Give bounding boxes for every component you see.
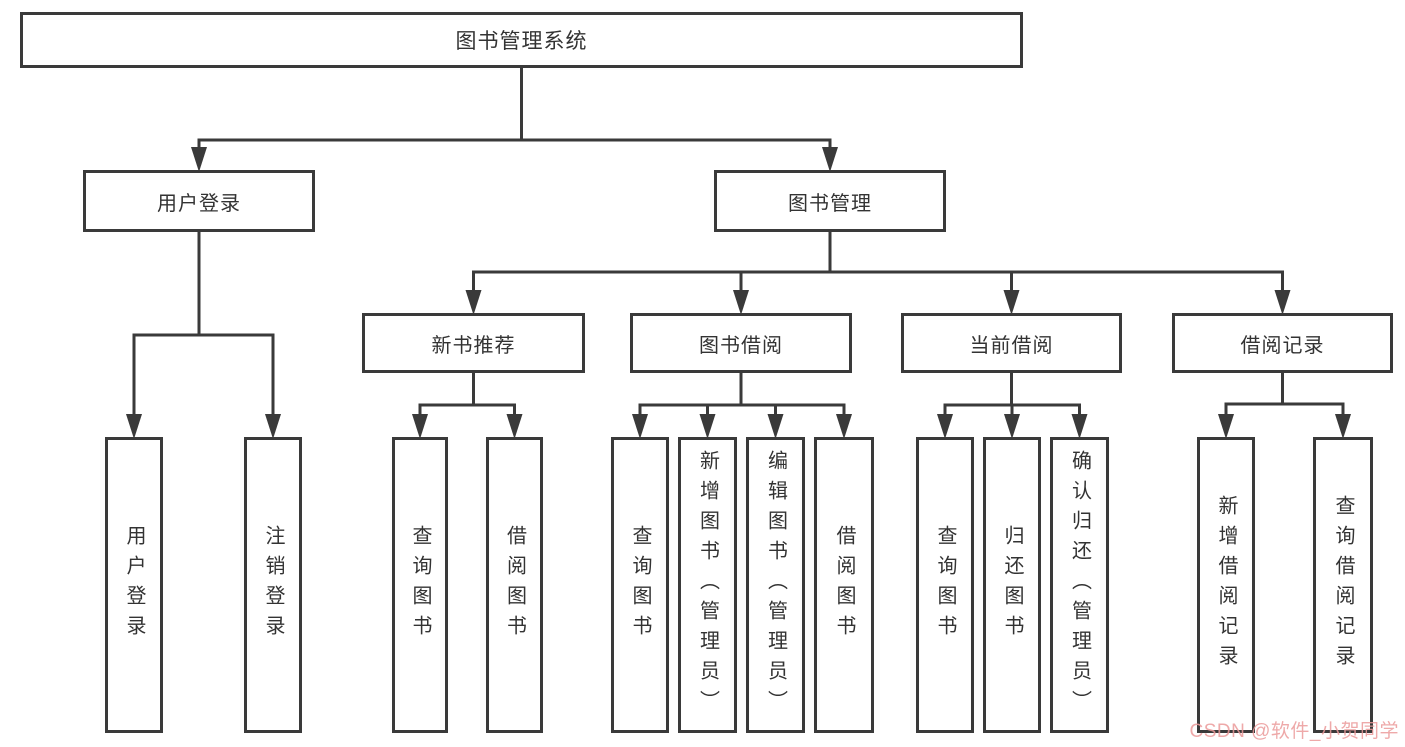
node-label-leaf-return-book: 归还图书 bbox=[1001, 525, 1023, 645]
node-leaf-edit-book: 编辑图书（管理员） bbox=[746, 437, 805, 733]
arrowhead-icon bbox=[822, 147, 838, 172]
node-label-root: 图书管理系统 bbox=[455, 30, 588, 53]
arrowhead-icon bbox=[412, 414, 428, 439]
node-label-book-mgmt-group: 图书管理 bbox=[788, 192, 872, 215]
node-label-current-borrow: 当前借阅 bbox=[969, 334, 1054, 357]
node-leaf-query-book-1: 查询图书 bbox=[392, 437, 448, 733]
node-root: 图书管理系统 bbox=[20, 12, 1023, 68]
node-label-book-borrow: 图书借阅 bbox=[699, 334, 783, 357]
node-leaf-borrow-book-1: 借阅图书 bbox=[486, 437, 543, 733]
arrowhead-icon bbox=[699, 414, 716, 439]
arrowhead-icon bbox=[1218, 414, 1234, 439]
node-label-leaf-query-record: 查询借阅记录 bbox=[1332, 495, 1354, 675]
arrowhead-icon bbox=[1335, 414, 1351, 439]
node-current-borrow: 当前借阅 bbox=[901, 313, 1122, 373]
node-book-borrow: 图书借阅 bbox=[630, 313, 852, 373]
node-new-book-rec: 新书推荐 bbox=[362, 313, 585, 373]
arrowhead-icon bbox=[191, 147, 207, 172]
arrowhead-icon bbox=[632, 414, 648, 439]
node-label-leaf-edit-book: 编辑图书（管理员） bbox=[764, 450, 787, 720]
node-label-leaf-borrow-book-2: 借阅图书 bbox=[833, 525, 855, 645]
node-user-login-group: 用户登录 bbox=[83, 170, 315, 232]
node-leaf-add-book: 新增图书（管理员） bbox=[678, 437, 737, 733]
node-leaf-borrow-book-2: 借阅图书 bbox=[814, 437, 874, 733]
node-leaf-query-record: 查询借阅记录 bbox=[1313, 437, 1373, 733]
node-label-leaf-add-record: 新增借阅记录 bbox=[1215, 495, 1237, 675]
arrowhead-icon bbox=[126, 414, 142, 439]
node-label-leaf-query-book-2: 查询图书 bbox=[629, 525, 651, 645]
node-leaf-query-book-3: 查询图书 bbox=[916, 437, 974, 733]
arrowhead-icon bbox=[265, 414, 281, 439]
node-label-leaf-borrow-book-1: 借阅图书 bbox=[503, 525, 526, 645]
node-label-leaf-add-book: 新增图书（管理员） bbox=[696, 450, 719, 720]
node-label-leaf-query-book-1: 查询图书 bbox=[409, 525, 431, 645]
arrowhead-icon bbox=[465, 290, 482, 315]
node-leaf-add-record: 新增借阅记录 bbox=[1197, 437, 1255, 733]
node-label-leaf-confirm-return: 确认归还（管理员） bbox=[1068, 450, 1091, 720]
arrowhead-icon bbox=[1004, 414, 1020, 439]
node-label-leaf-query-book-3: 查询图书 bbox=[934, 525, 956, 645]
arrowhead-icon bbox=[767, 414, 784, 439]
arrowhead-icon bbox=[506, 414, 523, 439]
node-label-user-login-group: 用户登录 bbox=[157, 192, 241, 215]
node-label-borrow-record: 借阅记录 bbox=[1240, 334, 1325, 357]
node-leaf-query-book-2: 查询图书 bbox=[611, 437, 669, 733]
arrowhead-icon bbox=[1274, 290, 1291, 315]
node-label-leaf-user-login: 用户登录 bbox=[123, 525, 145, 645]
node-label-leaf-logout: 注销登录 bbox=[262, 525, 284, 645]
node-label-new-book-rec: 新书推荐 bbox=[431, 334, 516, 357]
arrowhead-icon bbox=[1071, 414, 1088, 439]
node-leaf-logout: 注销登录 bbox=[244, 437, 302, 733]
arrowhead-icon bbox=[733, 290, 749, 315]
node-book-mgmt-group: 图书管理 bbox=[714, 170, 946, 232]
arrowhead-icon bbox=[937, 414, 953, 439]
node-borrow-record: 借阅记录 bbox=[1172, 313, 1393, 373]
node-leaf-return-book: 归还图书 bbox=[983, 437, 1041, 733]
node-leaf-user-login: 用户登录 bbox=[105, 437, 163, 733]
arrowhead-icon bbox=[836, 414, 852, 439]
arrowhead-icon bbox=[1003, 290, 1020, 315]
node-leaf-confirm-return: 确认归还（管理员） bbox=[1050, 437, 1109, 733]
